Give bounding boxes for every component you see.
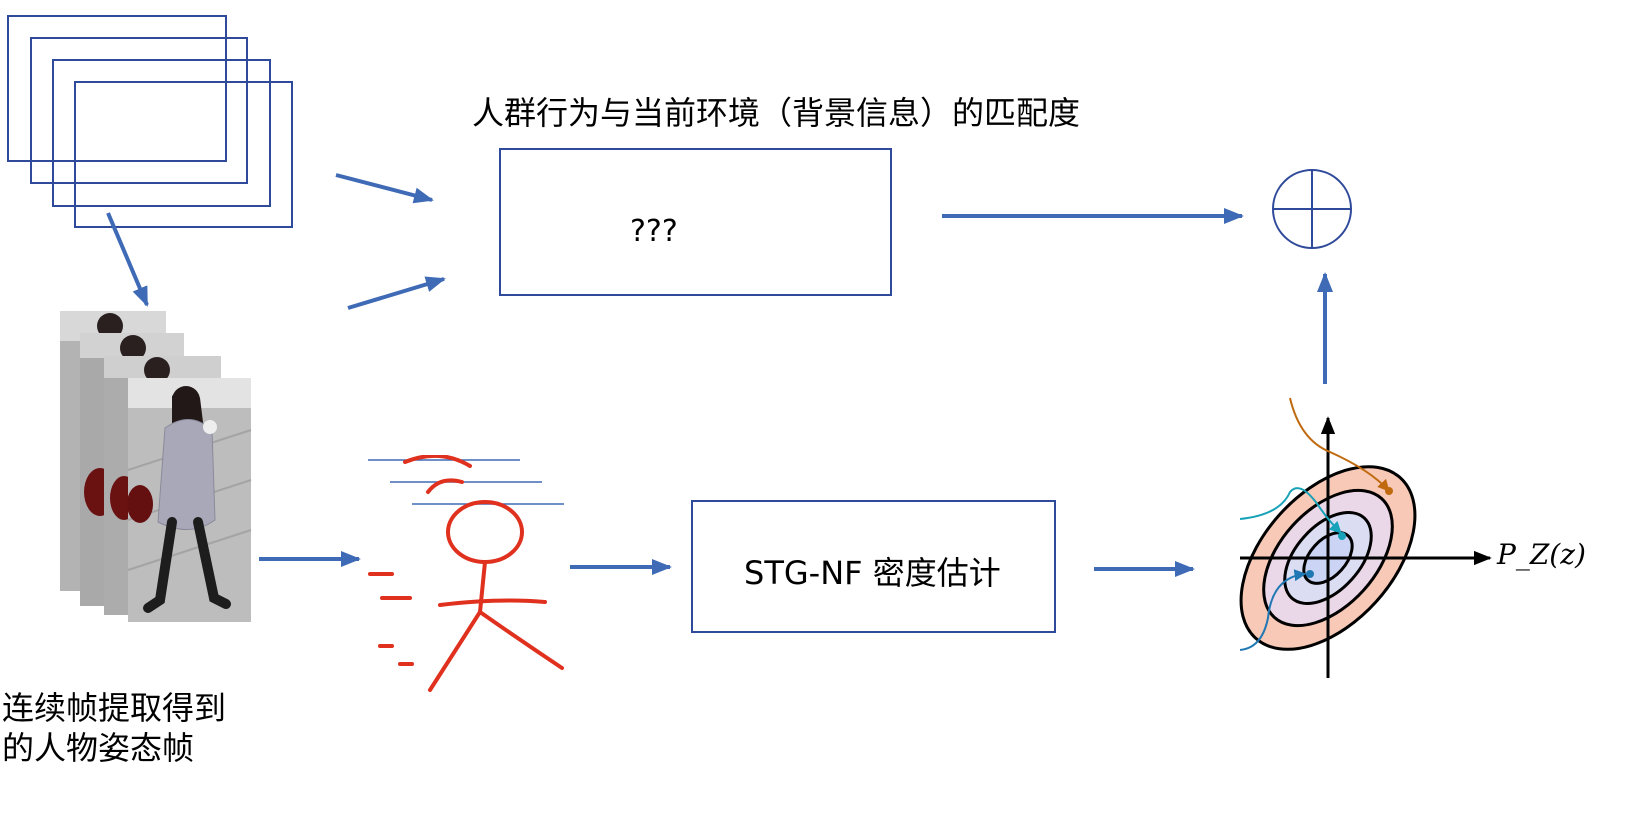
person-frame-stack [60,311,252,622]
sum-circle-icon [1272,169,1352,249]
pose-frames-caption: 连续帧提取得到 的人物姿态帧 [2,689,227,767]
stg-nf-box-label: STG-NF 密度估计 [744,554,1001,592]
matching-box-label: ??? [630,214,678,249]
flow-arrows [106,173,1333,577]
person-frame-icon [127,378,252,622]
arrow-frames-to-box [335,173,434,204]
gaussian-density-icon [1239,397,1492,678]
frame-outline [30,37,248,184]
pose-skeleton-icon [368,455,564,692]
arrow-frames-to-persons [106,212,149,307]
matching-title: 人群行为与当前环境（背景信息）的匹配度 [472,94,1081,132]
frame-outline [52,59,271,207]
video-frame-stack [7,15,293,228]
matching-box [499,148,892,296]
density-axis-label-text: P_Z(z) [1497,538,1586,571]
density-axis-label: P_Z(z) [1497,538,1586,571]
frame-outline [7,15,227,162]
stg-nf-box [691,500,1056,633]
frame-outline [74,81,293,228]
arrow-persons-to-box [347,276,446,310]
